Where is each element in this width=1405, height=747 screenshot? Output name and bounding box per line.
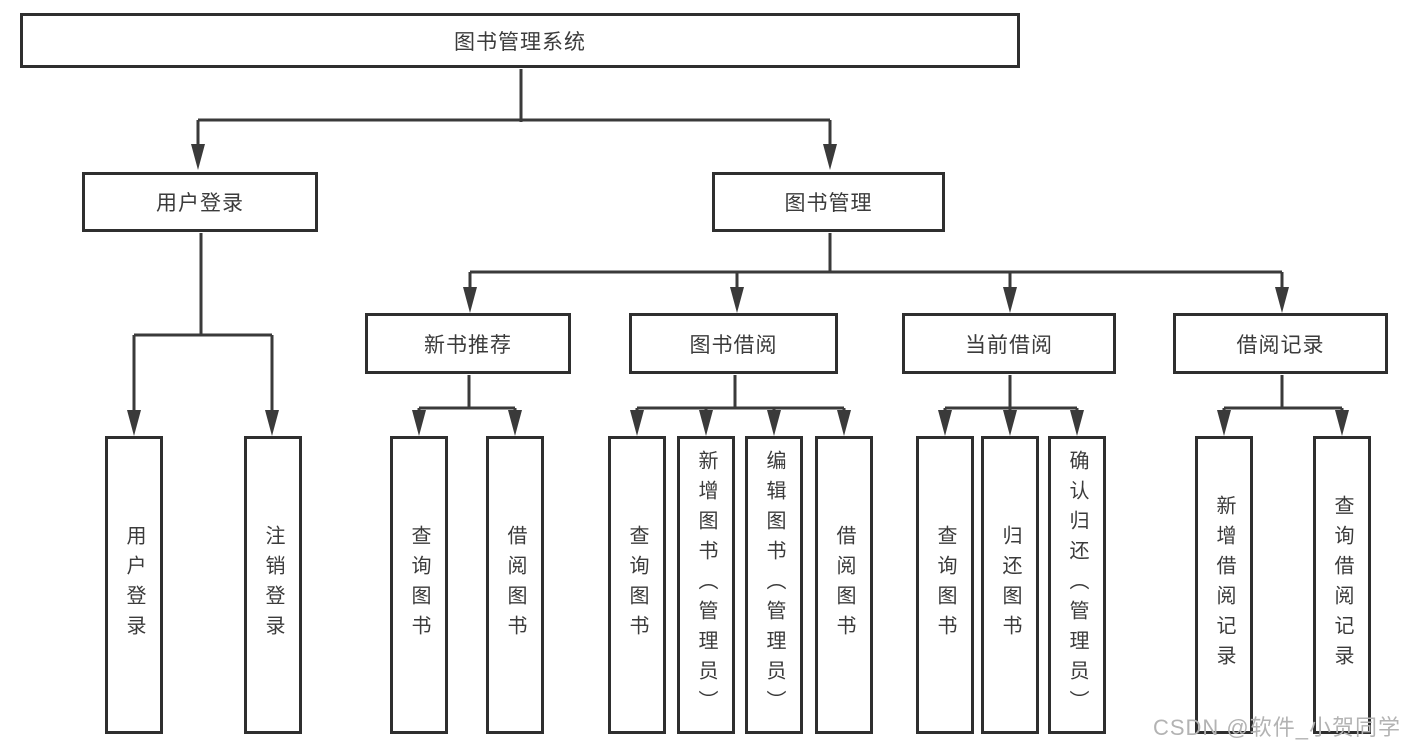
leaf-add-books-admin: 新增图书（管理员） xyxy=(677,436,735,734)
leaf-query-borrow-record: 查询借阅记录 xyxy=(1313,436,1371,734)
leaf-query-books-borrowing: 查询图书 xyxy=(608,436,666,734)
node-current-borrowing: 当前借阅 xyxy=(902,313,1116,374)
arrowheads xyxy=(127,144,1349,436)
leaf-query-books-recommend: 查询图书 xyxy=(390,436,448,734)
node-new-book-recommend: 新书推荐 xyxy=(365,313,571,374)
node-library-system: 图书管理系统 xyxy=(20,13,1020,68)
leaf-borrow-books-borrowing: 借阅图书 xyxy=(815,436,873,734)
node-borrowing-records: 借阅记录 xyxy=(1173,313,1388,374)
leaf-return-books: 归还图书 xyxy=(981,436,1039,734)
leaf-add-borrow-record: 新增借阅记录 xyxy=(1195,436,1253,734)
node-book-borrowing: 图书借阅 xyxy=(629,313,838,374)
csdn-watermark: CSDN @软件_小贺同学 xyxy=(1152,715,1401,740)
leaf-edit-books-admin: 编辑图书（管理员） xyxy=(745,436,803,734)
leaf-query-books-current: 查询图书 xyxy=(916,436,974,734)
node-book-management: 图书管理 xyxy=(712,172,945,232)
node-user-login: 用户登录 xyxy=(82,172,318,232)
leaf-borrow-books-recommend: 借阅图书 xyxy=(486,436,544,734)
leaf-logout: 注销登录 xyxy=(244,436,302,734)
leaf-confirm-return-admin: 确认归还（管理员） xyxy=(1048,436,1106,734)
leaf-user-login: 用户登录 xyxy=(105,436,163,734)
